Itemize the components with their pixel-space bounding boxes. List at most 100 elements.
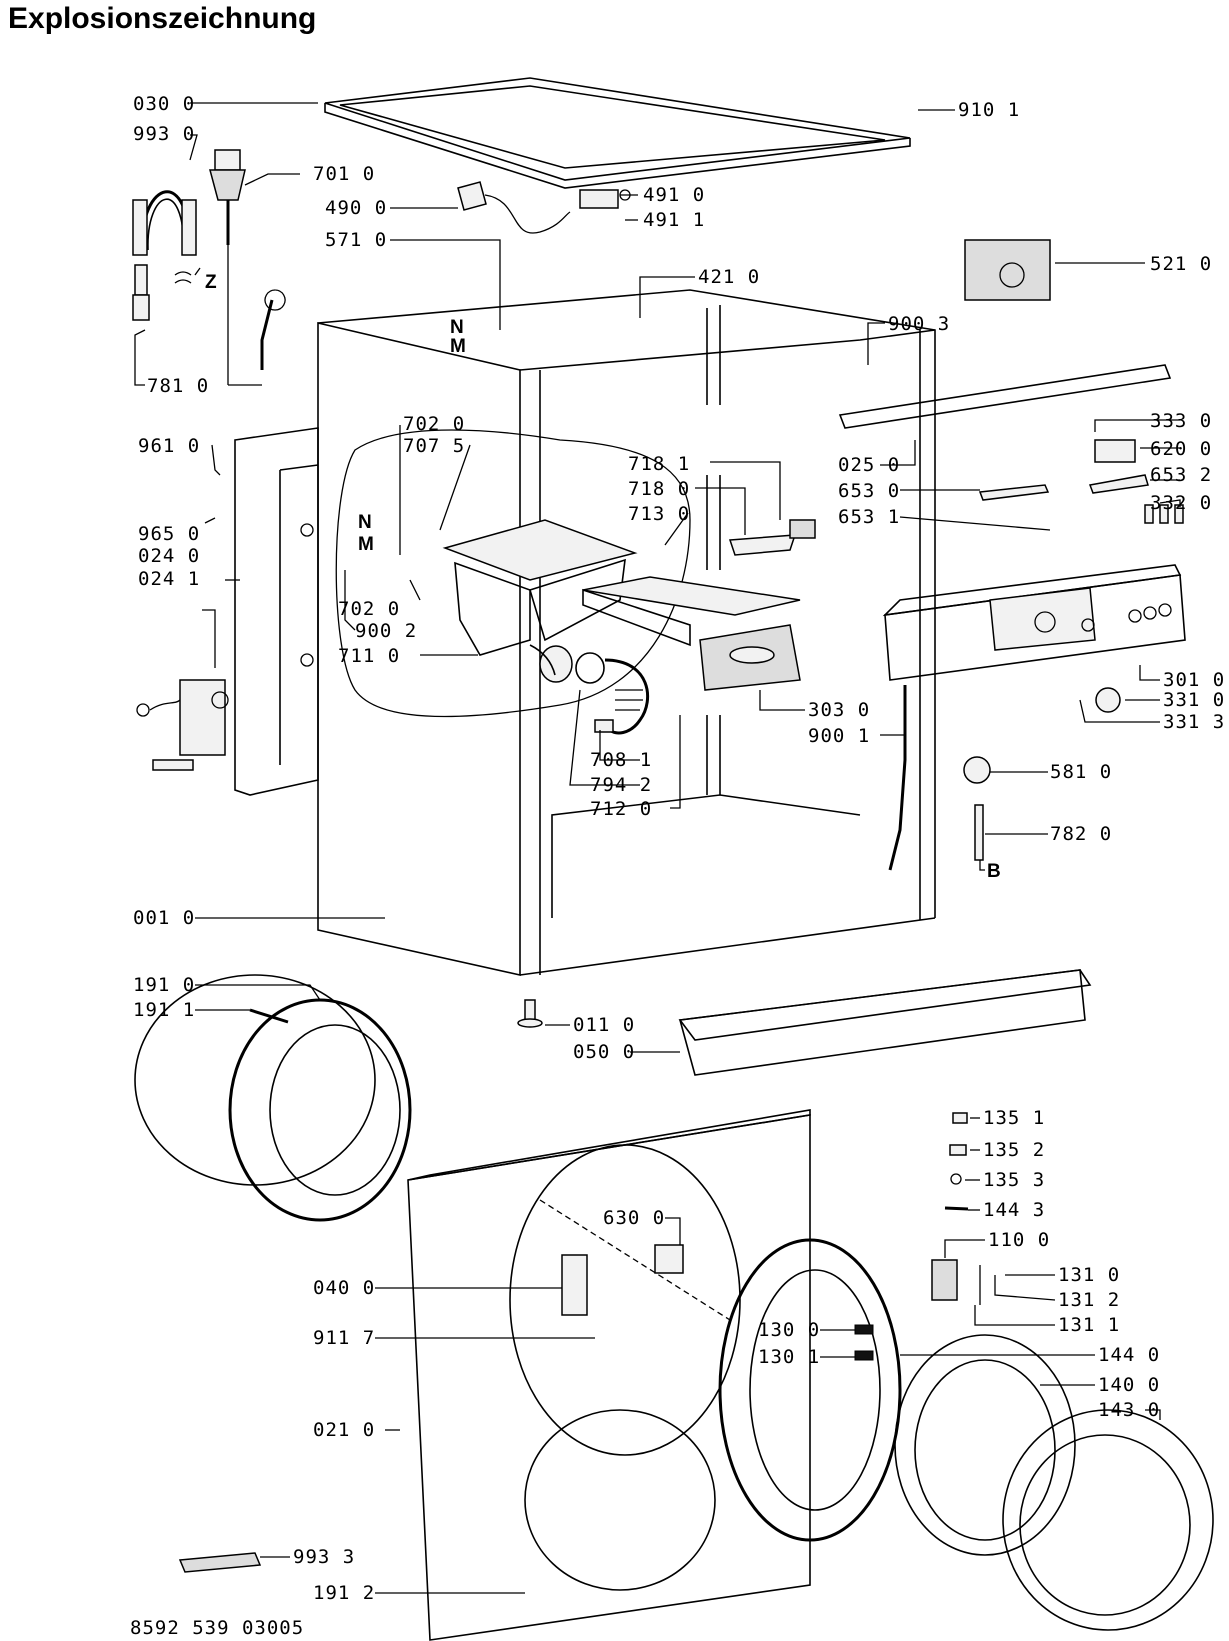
part-label: 143 0 — [1098, 1399, 1160, 1421]
light-guide — [978, 484, 1050, 501]
part-label: 491 1 — [643, 209, 705, 231]
part-label: 702 0 — [338, 598, 400, 620]
part-label: 910 1 — [958, 99, 1020, 121]
part-label: 794 2 — [590, 774, 652, 796]
wire-harness — [888, 685, 907, 871]
part-label: 021 0 — [313, 1419, 375, 1441]
part-label: 011 0 — [573, 1014, 635, 1036]
part-label: 024 1 — [138, 568, 200, 590]
part-label: 025 0 — [838, 454, 900, 476]
part-label: 490 0 — [325, 197, 387, 219]
part-label: 191 1 — [133, 999, 195, 1021]
part-label: 421 0 — [698, 266, 760, 288]
foot — [517, 999, 543, 1028]
part-label: 050 0 — [573, 1041, 635, 1063]
door-outer-frame — [1002, 1409, 1214, 1631]
part-label: 718 1 — [628, 453, 690, 475]
interference-filter — [136, 679, 229, 771]
part-label: 620 0 — [1150, 438, 1212, 460]
mains-cable — [457, 181, 631, 234]
door-handle — [931, 1259, 981, 1305]
hinge-pin-upper — [854, 1324, 874, 1335]
part-label: 711 0 — [338, 645, 400, 667]
part-label: 653 2 — [1150, 464, 1212, 486]
marker-m: M — [358, 534, 374, 555]
leader-lines — [134, 102, 1181, 1594]
front-rail — [838, 364, 1172, 429]
part-label: 135 1 — [983, 1107, 1045, 1129]
marker-n: N — [450, 317, 464, 338]
part-label: 993 3 — [293, 1546, 355, 1568]
part-label: 782 0 — [1050, 823, 1112, 845]
part-label: 301 0 — [1163, 669, 1225, 691]
part-label: 303 0 — [808, 699, 870, 721]
marker-z: Z — [205, 272, 217, 293]
service-tool — [178, 1552, 262, 1573]
display-board — [1094, 439, 1136, 463]
part-label: 040 0 — [313, 1277, 375, 1299]
part-label: 331 3 — [1163, 711, 1225, 733]
pressure-switch — [963, 756, 991, 784]
spring-135-2 — [949, 1144, 967, 1156]
part-label: 630 0 — [603, 1207, 665, 1229]
part-label: 030 0 — [133, 93, 195, 115]
part-label: 131 0 — [1058, 1264, 1120, 1286]
control-panel — [882, 564, 1186, 681]
part-labels: 030 0 993 0 701 0 490 0 491 0 491 1 571 … — [133, 93, 1225, 1604]
front-panel — [407, 1109, 811, 1641]
screw-135-1 — [952, 1112, 968, 1124]
part-label: 140 0 — [1098, 1374, 1160, 1396]
inlet-hose — [132, 190, 197, 321]
inlet-valve — [209, 149, 286, 370]
part-label: 110 0 — [988, 1229, 1050, 1251]
part-label: 718 0 — [628, 478, 690, 500]
part-label: 001 0 — [133, 907, 195, 929]
door-lock — [654, 1244, 684, 1274]
part-label: 708 1 — [590, 749, 652, 771]
push-buttons — [1144, 504, 1184, 524]
washer-135-3 — [950, 1173, 962, 1185]
led-bar — [1088, 474, 1149, 494]
dispenser-drawer — [582, 576, 801, 691]
part-label: 653 0 — [838, 480, 900, 502]
part-label: 191 0 — [133, 974, 195, 996]
part-label: 130 0 — [758, 1319, 820, 1341]
electronic-module — [964, 239, 1051, 301]
part-label: 900 3 — [888, 313, 950, 335]
part-label: 130 1 — [758, 1346, 820, 1368]
door-inner-frame — [718, 1238, 902, 1542]
part-label: 993 0 — [133, 123, 195, 145]
door-hinge — [561, 1254, 588, 1316]
part-label: 701 0 — [313, 163, 375, 185]
marker-m: M — [450, 336, 466, 357]
dispenser-hose — [575, 652, 649, 735]
marker-n: N — [358, 512, 372, 533]
part-label: 191 2 — [313, 1582, 375, 1604]
part-label: 331 0 — [1163, 689, 1225, 711]
marker-b: B — [987, 861, 1001, 882]
letter-markers: Z N M N M B — [205, 272, 1001, 882]
part-label: 131 1 — [1058, 1314, 1120, 1336]
rear-panel — [234, 427, 319, 796]
part-label: 965 0 — [138, 523, 200, 545]
clamp-spring — [249, 1008, 289, 1024]
pressure-hose — [974, 804, 984, 861]
door-glass — [894, 1334, 1076, 1556]
detergent-dispenser — [442, 519, 638, 683]
part-label: 135 3 — [983, 1169, 1045, 1191]
part-label: 131 2 — [1058, 1289, 1120, 1311]
part-label: 712 0 — [590, 798, 652, 820]
part-label: 144 0 — [1098, 1344, 1160, 1366]
part-label: 024 0 — [138, 545, 200, 567]
plinth — [678, 969, 1092, 1076]
part-label: 702 0 — [403, 413, 465, 435]
part-label: 900 1 — [808, 725, 870, 747]
cutaway-outline — [335, 429, 691, 718]
part-label: 332 0 — [1150, 492, 1212, 514]
part-label: 900 2 — [355, 620, 417, 642]
part-label: 491 0 — [643, 184, 705, 206]
selector-knob — [1095, 687, 1121, 713]
part-label: 713 0 — [628, 503, 690, 525]
part-label: 144 3 — [983, 1199, 1045, 1221]
